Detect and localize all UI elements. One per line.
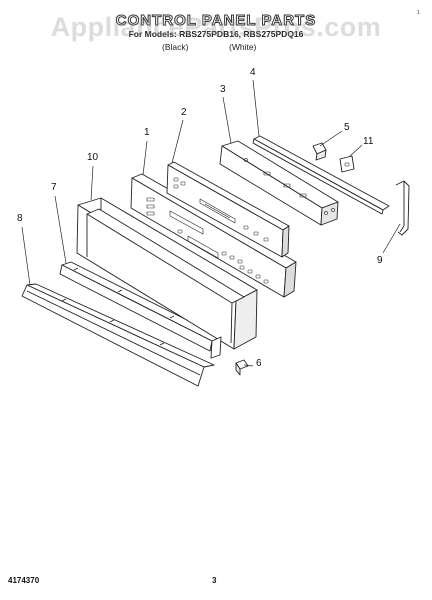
model-numbers: For Models: RBS275PDB16, RBS275PDQ16: [128, 29, 304, 39]
part-5-clip: [312, 142, 327, 161]
callout-1: 1: [144, 127, 150, 138]
callout-2: 2: [181, 107, 187, 118]
part-3-control-housing: [219, 140, 339, 226]
watermark: AppliancePartsPros.com: [50, 12, 382, 42]
leader-lines: [21, 79, 401, 367]
part-1-control-overlay: [130, 173, 297, 298]
callout-10: 10: [87, 152, 99, 163]
color-white-label: (White): [229, 42, 257, 52]
part-2-display-board: [166, 161, 290, 258]
corner-mark: ¹: [417, 8, 420, 18]
callout-11: 11: [363, 136, 374, 147]
part-9-bent-bracket: [395, 180, 410, 236]
callout-4: 4: [250, 67, 256, 78]
callout-3: 3: [220, 84, 226, 95]
callout-8: 8: [17, 213, 23, 224]
callout-7: 7: [51, 182, 57, 193]
callout-6: 6: [256, 358, 262, 369]
part-4-top-rail: [252, 135, 390, 215]
color-black-label: (Black): [162, 42, 189, 52]
document-number: 4174370: [8, 576, 40, 585]
callout-9: 9: [377, 255, 383, 266]
part-10-panel-frame: [76, 197, 258, 359]
part-6-end-cap: [235, 359, 249, 376]
part-11-bracket: [339, 155, 355, 173]
page-number: 3: [212, 576, 217, 585]
part-8-trim-strip: [21, 283, 215, 387]
callout-5: 5: [344, 122, 350, 133]
page-title: CONTROL PANEL PARTS: [115, 12, 317, 30]
